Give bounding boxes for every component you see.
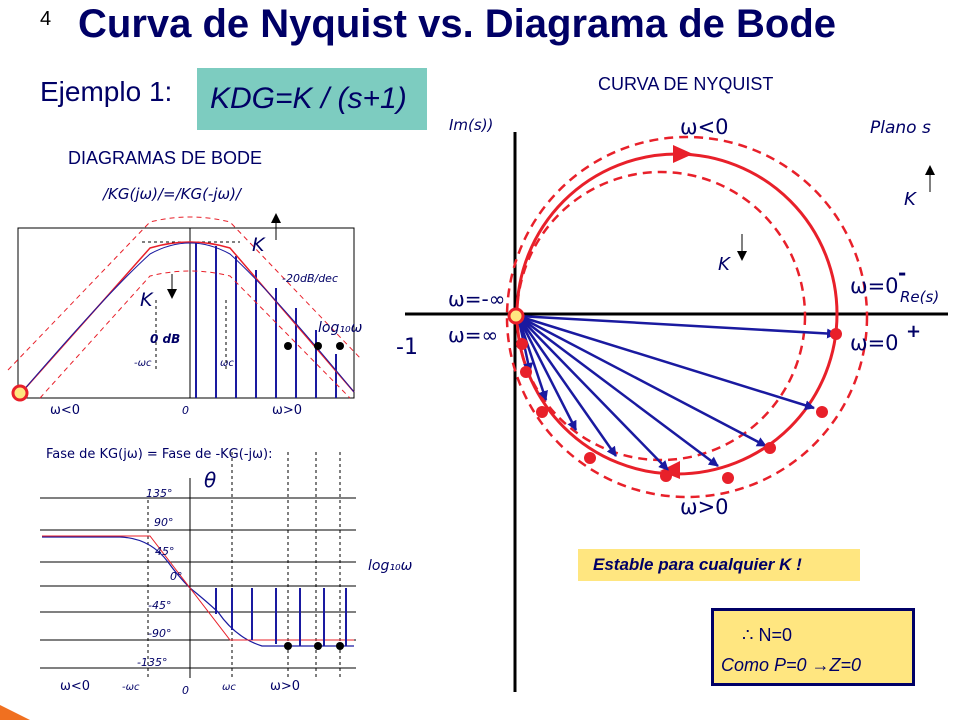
transfer-function: KDG=K / (s+1) <box>210 82 407 115</box>
phase-w-pos: ω>0 <box>270 679 300 694</box>
nyquist-arrow-bottom <box>660 461 680 479</box>
magnitude-w-pos: ω>0 <box>272 403 302 418</box>
w-zero-plus-sup: + <box>906 321 921 342</box>
phase-neg-wc: -ωc <box>122 682 140 693</box>
slope-label: -20dB/dec <box>282 272 338 285</box>
im-axis-label: Im(s)) <box>449 116 493 134</box>
nyquist-lower-bound <box>515 170 807 462</box>
formula-box <box>197 68 427 130</box>
corner-decoration <box>0 705 30 720</box>
phase-curve-left <box>42 536 191 589</box>
phase-tick-neg90: -90° <box>148 627 171 640</box>
bode-phase-plot: Fase de KG(jω) = Fase de -KG(-jω): θ 135… <box>40 447 413 697</box>
w-zero-minus-sup: - <box>898 261 906 285</box>
result-box <box>711 608 915 686</box>
phase-tick-0: 0° <box>170 570 183 583</box>
slide-title: Curva de Nyquist vs. Diagrama de Bode <box>78 2 837 46</box>
example-label: Ejemplo 1: <box>40 76 173 107</box>
magnitude-dots <box>284 342 344 350</box>
stability-text: Estable para cualquier K ! <box>593 555 802 574</box>
re-axis-label: Re(s) <box>900 288 939 306</box>
nyquist-plot: Im(s)) Re(s) Plano s ω<0 ω>0 K K ω=0 - ω… <box>396 115 948 692</box>
bode-k-down-label: K <box>140 289 154 311</box>
w-inf-label: ω=∞ <box>448 323 498 347</box>
slide-number: 4 <box>40 8 52 30</box>
magnitude-zero: 0 <box>182 404 189 417</box>
nyquist-upper-bound <box>505 135 869 499</box>
nyquist-heading: CURVA DE NYQUIST <box>598 74 774 94</box>
zero-db-label: 0 dB <box>150 332 180 346</box>
phase-w-neg: ω<0 <box>60 679 90 694</box>
phase-pos-wc: ωc <box>222 682 236 693</box>
nyquist-points <box>516 328 842 484</box>
w-zero-plus-label: ω=0 <box>850 331 899 355</box>
bode-magnitude-plot: /KG(jω)/=/KG(-jω)/ K K -20dB/dec 0 dB lo… <box>7 185 363 418</box>
phase-log-label: log₁₀ω <box>368 558 413 574</box>
magnitude-endpoint-marker <box>11 384 29 402</box>
bode-heading: DIAGRAMAS DE BODE <box>68 148 263 168</box>
minus-one-label: -1 <box>396 335 418 360</box>
stability-box <box>578 549 860 581</box>
nyquist-k-up-label: K <box>904 189 917 210</box>
magnitude-stems <box>195 243 337 398</box>
w-zero-minus-label: ω=0 <box>850 274 899 298</box>
magnitude-neg-wc: -ωc <box>134 358 152 369</box>
magnitude-upper-bound <box>7 216 363 371</box>
magnitude-w-neg: ω<0 <box>50 403 80 418</box>
phase-stems <box>215 588 347 646</box>
phase-asymptote <box>42 535 354 641</box>
nyquist-w-pos: ω>0 <box>680 495 729 519</box>
plane-label: Plano s <box>870 118 931 138</box>
result-line-1: ∴ N=0 <box>742 625 792 645</box>
nyquist-w-neg: ω<0 <box>680 115 729 139</box>
magnitude-log-label: log₁₀ω <box>318 320 363 336</box>
phase-tick-45: 45° <box>155 545 175 558</box>
phase-tick-135: 135° <box>146 487 173 500</box>
magnitude-pos-wc: ωc <box>220 358 234 369</box>
magnitude-asymptote <box>21 241 355 393</box>
phase-tick-neg135: -135° <box>137 656 167 669</box>
magnitude-curve <box>21 242 355 393</box>
nyquist-vectors <box>516 314 837 471</box>
origin-marker <box>507 307 525 325</box>
phase-theta: θ <box>204 468 216 492</box>
result-line-2: Como P=0 →Z=0 <box>721 655 862 675</box>
magnitude-frame <box>17 227 355 399</box>
phase-grid <box>40 497 356 669</box>
phase-tick-90: 90° <box>154 516 174 529</box>
phase-curve-right <box>189 587 354 647</box>
bode-k-up-label: K <box>252 234 266 256</box>
w-neg-inf-label: ω=-∞ <box>448 287 505 311</box>
nyquist-k-down-label: K <box>718 254 731 275</box>
phase-zero: 0 <box>182 684 189 697</box>
nyquist-arrow-top <box>673 145 693 163</box>
phase-label: Fase de KG(jω) = Fase de -KG(-jω): <box>46 447 272 462</box>
phase-tick-neg45: -45° <box>148 599 171 612</box>
phase-dots <box>284 642 344 650</box>
magnitude-label: /KG(jω)/=/KG(-jω)/ <box>101 185 243 203</box>
